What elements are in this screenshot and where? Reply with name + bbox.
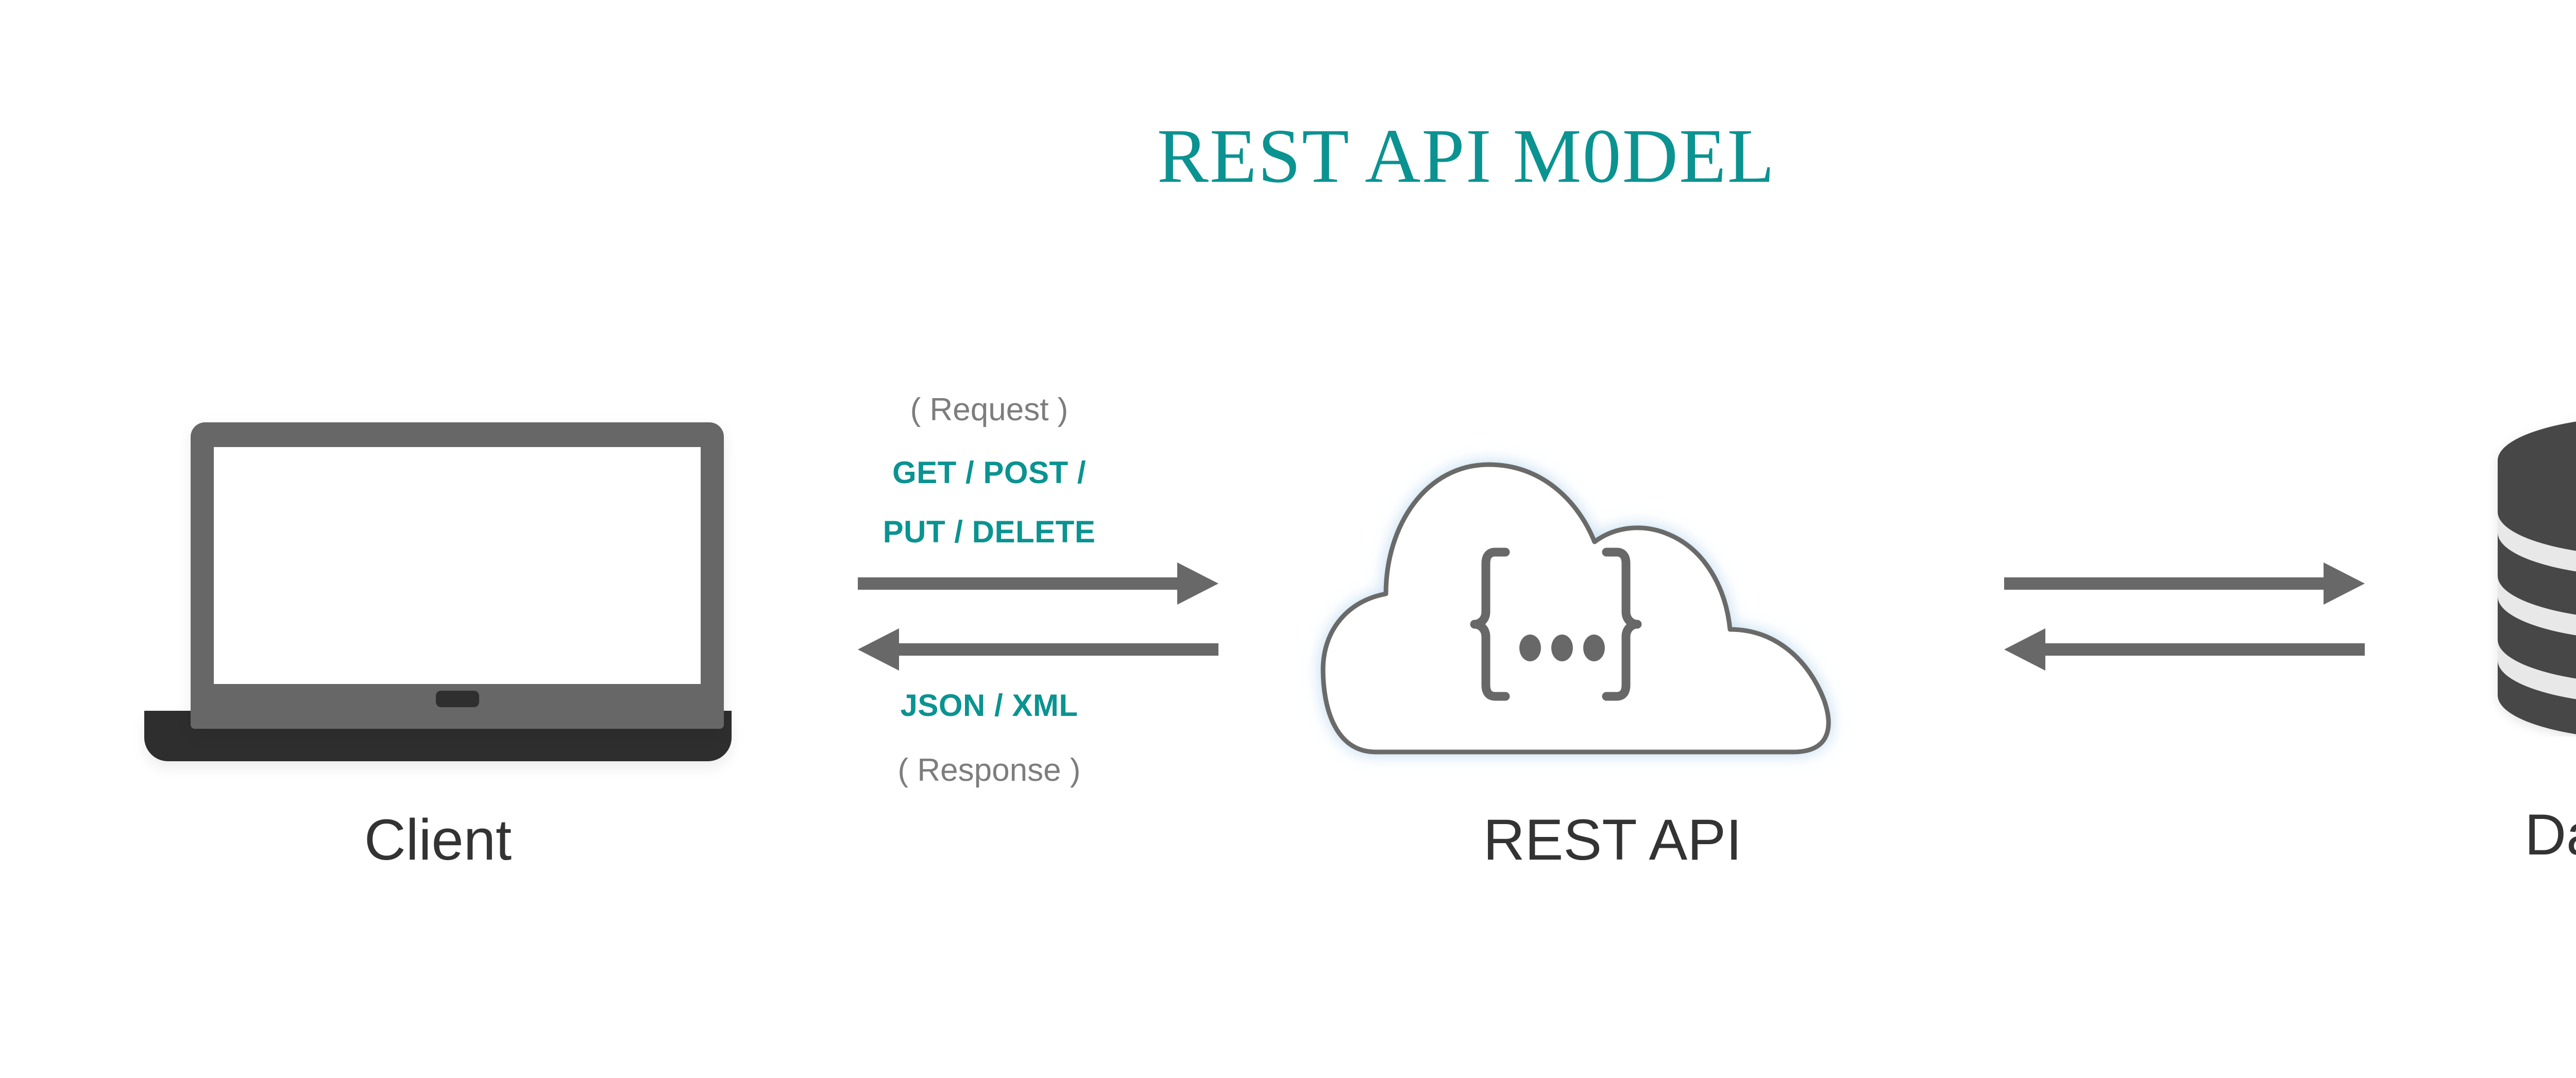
- arrow-head: [858, 628, 899, 671]
- arrow-left-icon: [858, 625, 1218, 676]
- request-methods-line-2: PUT / DELETE: [883, 515, 1096, 549]
- arrow-head: [1177, 562, 1218, 605]
- arrow-right-icon: [858, 559, 1218, 610]
- laptop-trackpad-notch: [435, 691, 479, 707]
- arrow-head: [2324, 562, 2365, 605]
- rest-api-node: [1273, 391, 1953, 773]
- database-cylinder-icon: [2498, 421, 2576, 734]
- arrow-shaft: [2044, 643, 2365, 656]
- client-node: [144, 422, 732, 761]
- arrow-left-icon: [2004, 625, 2365, 676]
- ellipsis-dots: [1519, 635, 1605, 661]
- laptop-screen: [214, 447, 701, 684]
- laptop-icon: [191, 422, 724, 729]
- request-caption: ( Request ): [910, 392, 1069, 427]
- arrow-right-icon: [2004, 559, 2365, 610]
- client-api-arrows: [858, 559, 1218, 693]
- database-label: Database: [2524, 802, 2576, 867]
- response-formats: JSON / XML: [900, 688, 1078, 723]
- request-methods-line-1: GET / POST /: [892, 455, 1087, 490]
- arrow-shaft: [898, 643, 1218, 656]
- api-db-arrows: [2004, 559, 2365, 693]
- page-title: REST API M0DEL: [1157, 113, 1776, 199]
- arrow-head: [2004, 628, 2045, 671]
- code-braces-glyph: [1470, 547, 1642, 701]
- response-caption: ( Response ): [897, 752, 1081, 788]
- database-node: [2488, 407, 2576, 737]
- client-label: Client: [364, 808, 512, 872]
- arrow-shaft: [858, 577, 1178, 590]
- rest-api-label: REST API: [1483, 808, 1742, 872]
- arrow-shaft: [2004, 577, 2325, 590]
- cloud-icon: [1320, 462, 1831, 755]
